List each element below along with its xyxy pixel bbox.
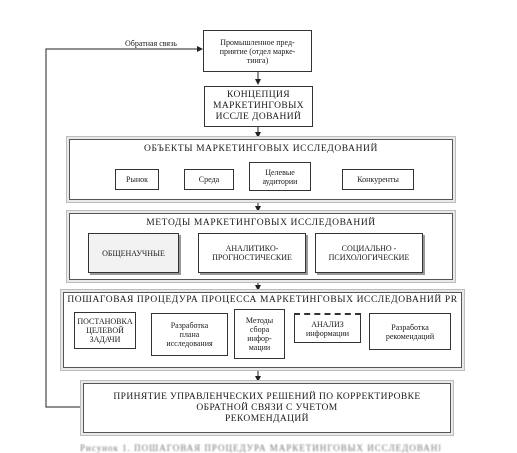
method-general-scientific: ОБЩЕНАУЧНЫЕ <box>88 233 179 273</box>
object-environment: Среда <box>184 169 234 190</box>
step-research-plan: Разработка плана исследования <box>151 313 228 356</box>
enterprise-node: Промышленное пред- приятие (отдел марке-… <box>203 30 312 72</box>
object-market-label: Рынок <box>126 175 148 184</box>
decisions-text: ПРИНЯТИЕ УПРАВЛЕНЧЕСКИХ РЕШЕНИЙ ПО КОРРЕ… <box>113 391 421 424</box>
method-general-scientific-label: ОБЩЕНАУЧНЫЕ <box>102 248 165 258</box>
feedback-label: Обратная связь <box>125 39 177 48</box>
decisions-node: ПРИНЯТИЕ УПРАВЛЕНЧЕСКИХ РЕШЕНИЙ ПО КОРРЕ… <box>83 383 451 433</box>
methods-group: МЕТОДЫ МАРКЕТИНГОВЫХ ИССЛЕДОВАНИЙ ОБЩЕНА… <box>69 213 453 280</box>
object-target-audiences: Целевые аудитории <box>249 162 311 191</box>
objects-group: ОБЪЕКТЫ МАРКЕТИНГОВЫХ ИССЛЕДОВАНИЙ Рынок… <box>69 139 453 200</box>
figure-caption: Рисунок 1. ПОШАГОВАЯ ПРОЦЕДУРА МАРКЕТИНГ… <box>80 444 440 453</box>
object-competitors-label: Конкуренты <box>357 175 399 184</box>
object-target-audiences-label: Целевые аудитории <box>262 167 298 186</box>
step-recommendations-label: Разработка рекомендаций <box>385 322 435 341</box>
step-goal-setting-label: ПОСТАНОВКА ЦЕЛЕВОЙ ЗАДАЧИ <box>77 317 133 344</box>
procedure-group: ПОШАГОВАЯ ПРОЦЕДУРА ПРОЦЕССА МАРКЕТИНГОВ… <box>63 292 462 368</box>
concept-node: КОНЦЕПЦИЯ МАРКЕТИНГОВЫХ ИССЛЕ ДОВАНИЙ <box>204 86 313 127</box>
object-market: Рынок <box>115 169 159 190</box>
objects-title: ОБЪЕКТЫ МАРКЕТИНГОВЫХ ИССЛЕДОВАНИЙ <box>144 144 378 154</box>
object-competitors: Конкуренты <box>342 169 414 190</box>
feedback-arrow <box>45 46 203 408</box>
step-data-collection: Методы сбора инфор- мации <box>234 309 285 359</box>
step-data-collection-label: Методы сбора инфор- мации <box>245 316 274 352</box>
step-recommendations: Разработка рекомендаций <box>369 313 451 350</box>
step-goal-setting: ПОСТАНОВКА ЦЕЛЕВОЙ ЗАДАЧИ <box>74 312 136 349</box>
procedure-title: ПОШАГОВАЯ ПРОЦЕДУРА ПРОЦЕССА МАРКЕТИНГОВ… <box>67 295 458 305</box>
object-environment-label: Среда <box>198 175 220 184</box>
method-socio-psychological: СОЦИАЛЬНО - ПСИХОЛОГИЧЕСКИЕ <box>315 233 423 273</box>
enterprise-text: Промышленное пред- приятие (отдел марке-… <box>219 37 296 65</box>
concept-text: КОНЦЕПЦИЯ МАРКЕТИНГОВЫХ ИССЛЕ ДОВАНИЙ <box>212 90 305 122</box>
methods-title: МЕТОДЫ МАРКЕТИНГОВЫХ ИССЛЕДОВАНИЙ <box>146 218 376 228</box>
method-socio-psychological-label: СОЦИАЛЬНО - ПСИХОЛОГИЧЕСКИЕ <box>328 244 410 262</box>
method-analytical-prognostic-label: АНАЛИТИКО- ПРОГНОСТИЧЕСКИЕ <box>212 244 292 262</box>
step-analysis: АНАЛИЗ информации <box>294 313 361 343</box>
step-research-plan-label: Разработка плана исследования <box>166 321 213 348</box>
method-analytical-prognostic: АНАЛИТИКО- ПРОГНОСТИЧЕСКИЕ <box>198 233 306 273</box>
step-analysis-label: АНАЛИЗ информации <box>305 319 350 338</box>
